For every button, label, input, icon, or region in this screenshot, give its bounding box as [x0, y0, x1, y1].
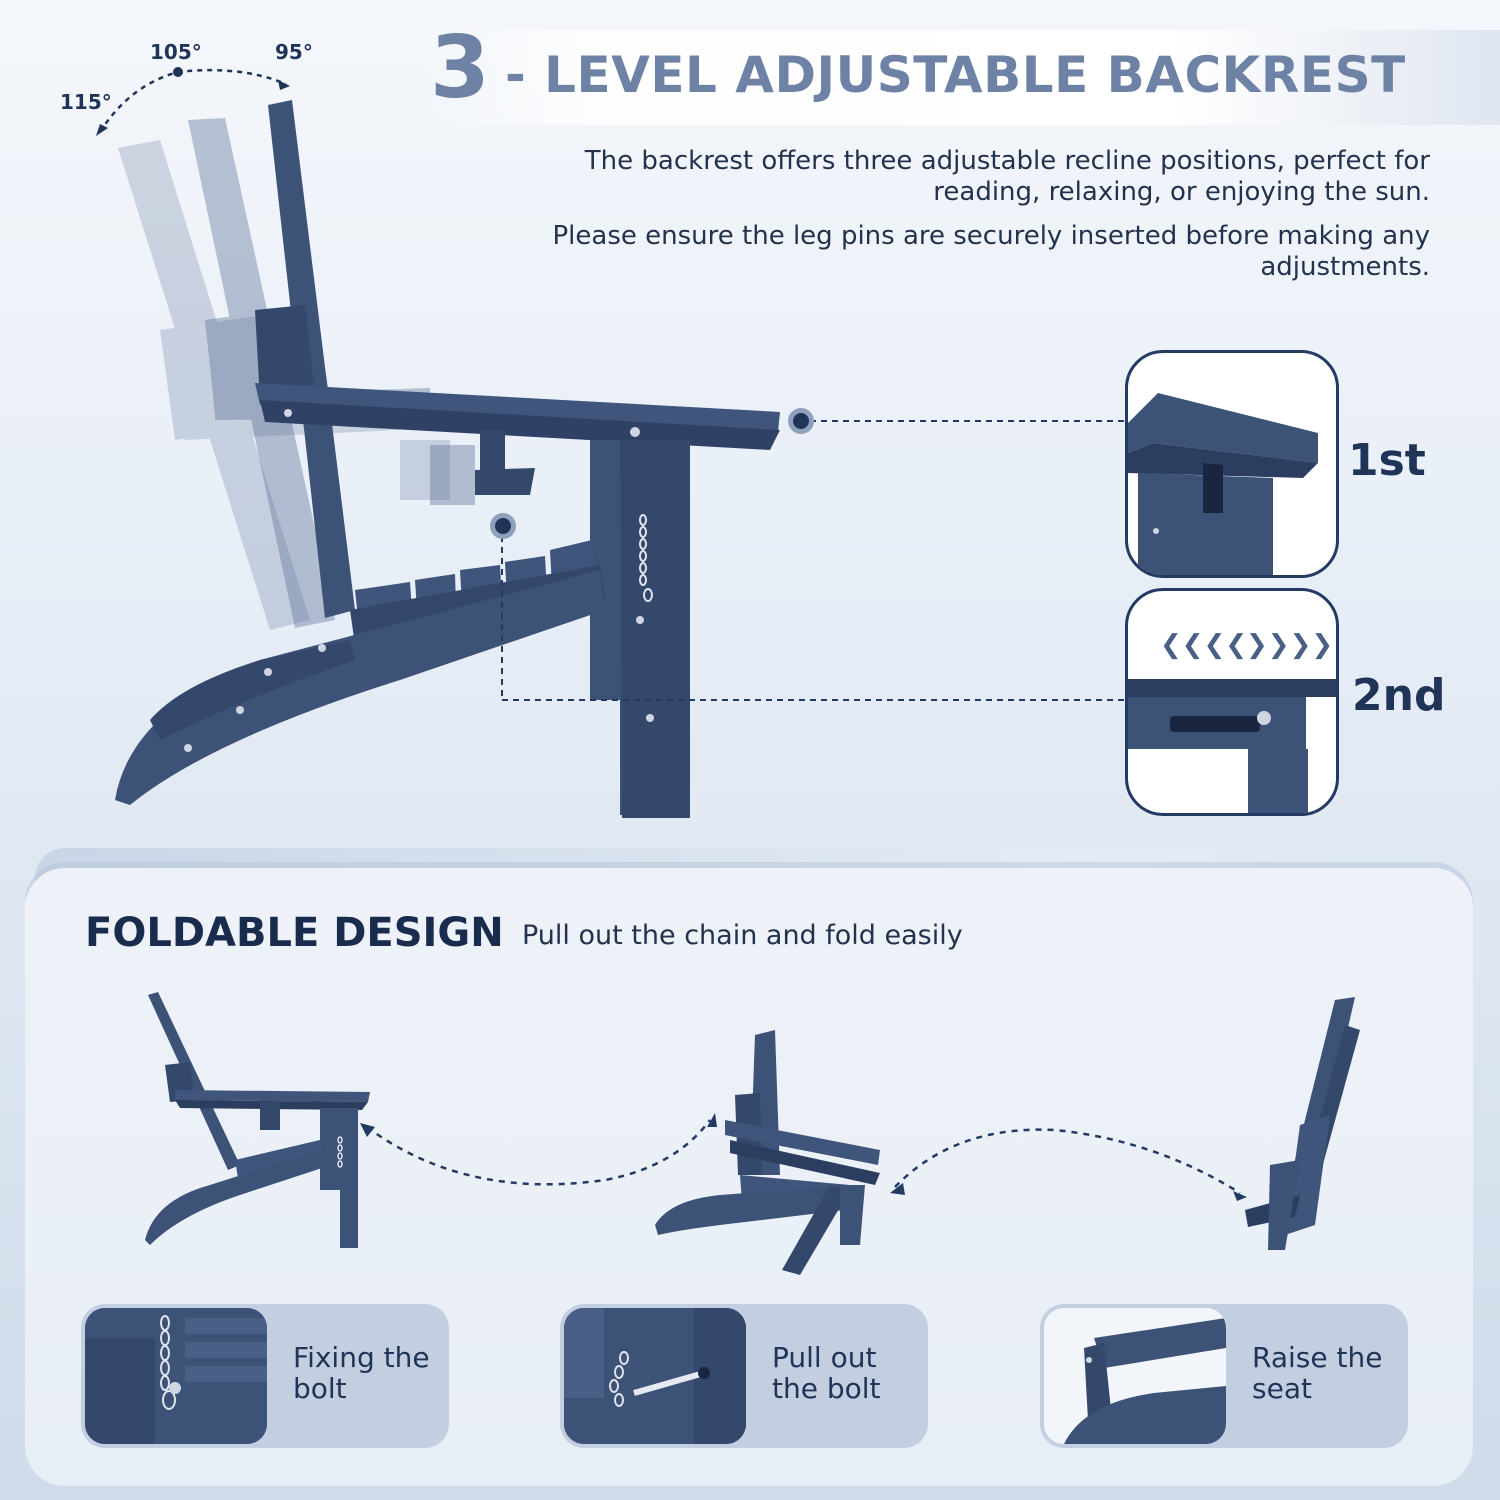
pin-slot-detail-image: ❮❮❮❮ ❯❯❯❯ — [1128, 630, 1336, 813]
raise-seat-image — [1044, 1308, 1226, 1444]
level-label-1st: 1st — [1348, 435, 1426, 486]
chair-side-view-illustration — [115, 100, 780, 818]
detail-card-level-2: ❮❮❮❮ ❯❯❯❯ — [1125, 588, 1339, 816]
step-card-pull-out-bolt: Pull out the bolt — [560, 1304, 928, 1448]
raise-seat-thumbnail — [1044, 1308, 1226, 1444]
description-leg-pins: Please ensure the leg pins are securely … — [552, 221, 1431, 282]
chair-fully-folded-illustration — [1245, 997, 1360, 1250]
callout-dot-icon — [788, 408, 814, 434]
chain-bolt-image — [85, 1308, 267, 1444]
title-band — [420, 30, 1500, 125]
callout-lines — [501, 420, 1130, 701]
chair-unfolded-illustration — [145, 992, 370, 1248]
angle-label-115: 115° — [60, 90, 112, 114]
angle-label-95: 95° — [275, 40, 313, 64]
fixing-bolt-thumbnail — [85, 1308, 267, 1444]
angle-arc-icon — [96, 67, 290, 136]
foldable-title: FOLDABLE DESIGN — [85, 910, 504, 956]
svg-text:❮❮❮❮: ❮❮❮❮ — [1160, 630, 1247, 660]
title-number: 3 — [430, 18, 490, 118]
callout-dot-icon — [490, 513, 516, 539]
pin-pull-image — [564, 1308, 746, 1444]
chair-half-folded-illustration — [655, 1030, 880, 1275]
svg-text:❯❯❯❯: ❯❯❯❯ — [1246, 630, 1333, 660]
step-label-fixing-bolt: Fixing the bolt — [293, 1341, 430, 1405]
armrest-slot-detail-image — [1128, 393, 1318, 575]
step-label-pull-out-bolt: Pull out the bolt — [772, 1341, 881, 1405]
page-title: - LEVEL ADJUSTABLE BACKREST — [505, 46, 1406, 104]
description-recline: The backrest offers three adjustable rec… — [584, 146, 1430, 207]
detail-card-level-1 — [1125, 350, 1339, 578]
step-card-raise-seat: Raise the seat — [1040, 1304, 1408, 1448]
level-label-2nd: 2nd — [1352, 670, 1446, 721]
step-card-fixing-bolt: Fixing the bolt — [81, 1304, 449, 1448]
pull-out-bolt-thumbnail — [564, 1308, 746, 1444]
step-label-raise-seat: Raise the seat — [1252, 1341, 1383, 1405]
foldable-subtitle: Pull out the chain and fold easily — [522, 920, 963, 951]
fold-sequence-arrows — [360, 1113, 1247, 1201]
angle-label-105: 105° — [150, 40, 202, 64]
